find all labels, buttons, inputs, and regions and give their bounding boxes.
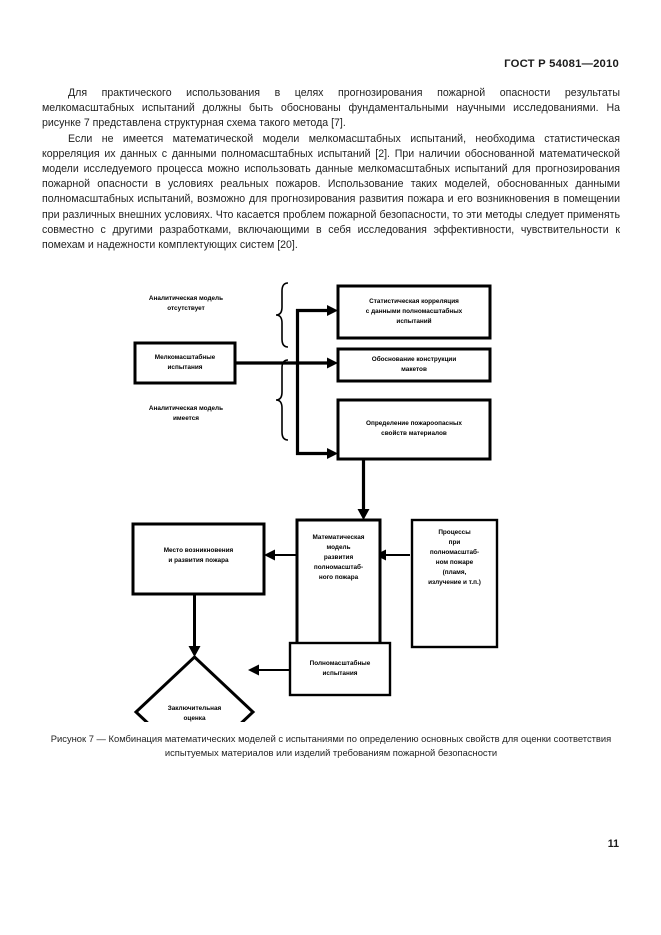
node-full-scale-tests-line-1: Полномасштабные — [310, 659, 371, 667]
node-processes-line-4: ном пожаре — [436, 559, 474, 566]
label-branch-bottom: Аналитическая модель имеется — [149, 405, 223, 422]
diagram-braces — [275, 282, 289, 441]
label-branch-top-line-2: отсутствует — [167, 305, 205, 312]
node-math-model-line-4: полномасштаб- — [314, 563, 363, 571]
node-processes-line-2: при — [449, 539, 461, 546]
node-fire-hazard-properties: Определение пожароопасных свойств матери… — [336, 398, 492, 461]
node-math-model: Математическая модель развития полномасш… — [295, 518, 382, 649]
figure-caption: Рисунок 7 — Комбинация математических мо… — [42, 732, 620, 760]
body-text-block: Для практического использования в целях … — [42, 86, 620, 253]
node-full-scale-tests-line-2: испытания — [322, 670, 357, 677]
node-processes-line-3: полномасштаб- — [430, 548, 479, 556]
node-final-assessment-line-2: оценка — [184, 715, 206, 722]
label-branch-bottom-line-2: имеется — [173, 415, 199, 422]
node-processes: Процессы при полномасштаб- ном пожаре (п… — [410, 518, 499, 649]
node-full-scale-tests: Полномасштабные испытания — [288, 641, 392, 697]
node-fire-hazard-properties-line-2: свойств материалов — [381, 429, 447, 437]
node-fire-hazard-properties-line-1: Определение пожароопасных — [366, 420, 462, 427]
node-small-scale-tests: Мелкомасштабные испытания — [133, 341, 237, 385]
node-small-scale-tests-line-2: испытания — [167, 364, 202, 371]
label-branch-top-line-1: Аналитическая модель — [149, 295, 223, 302]
node-mockup-justification-line-1: Обоснование конструкции — [372, 355, 457, 363]
diagram-connectors — [193, 308, 410, 671]
node-final-assessment: Заключительная оценка — [133, 654, 256, 722]
node-processes-line-1: Процессы — [438, 529, 471, 536]
node-mockup-justification: Обоснование конструкции макетов — [336, 347, 492, 383]
figure-caption-line-1: Рисунок 7 — Комбинация математических мо… — [50, 733, 552, 744]
paragraph-2: Если не имеется математической модели ме… — [42, 132, 620, 252]
node-math-model-line-1: Математическая — [312, 534, 364, 541]
label-branch-bottom-line-1: Аналитическая модель — [149, 405, 223, 412]
figure-caption-line-2: соответствия испытуемых материалов или и… — [164, 733, 612, 758]
node-statistical-correlation-line-1: Статистическая корреляция — [369, 298, 459, 305]
node-statistical-correlation-line-3: испытаний — [396, 317, 431, 325]
document-header-standard-number: ГОСТ Р 54081—2010 — [504, 58, 619, 70]
node-statistical-correlation-line-2: с данными полномасштабных — [366, 307, 463, 315]
node-small-scale-tests-line-1: Мелкомасштабные — [155, 353, 216, 361]
node-fire-origin-place-line-2: и развития пожара — [168, 557, 229, 564]
node-mockup-justification-line-2: макетов — [401, 366, 427, 373]
paragraph-1: Для практического использования в целях … — [42, 87, 620, 130]
figure-7: Мелкомасштабные испытания Аналитическая … — [0, 262, 661, 722]
node-math-model-line-2: модель — [326, 544, 350, 551]
page-number: 11 — [607, 838, 619, 850]
figure-7-diagram: Мелкомасштабные испытания Аналитическая … — [131, 282, 499, 722]
node-math-model-line-5: ного пожара — [319, 574, 359, 581]
node-fire-origin-place: Место возникновения и развития пожара — [131, 522, 266, 596]
node-final-assessment-line-1: Заключительная — [168, 705, 222, 712]
node-processes-line-6: излучение и т.п.) — [428, 579, 481, 586]
node-math-model-line-3: развития — [324, 554, 354, 561]
node-statistical-correlation: Статистическая корреляция с данными полн… — [336, 284, 492, 340]
diagram-arrowheads — [188, 305, 386, 676]
node-fire-origin-place-line-1: Место возникновения — [164, 547, 234, 554]
node-processes-line-5: (пламя, — [443, 569, 467, 576]
label-branch-top: Аналитическая модель отсутствует — [149, 295, 223, 312]
